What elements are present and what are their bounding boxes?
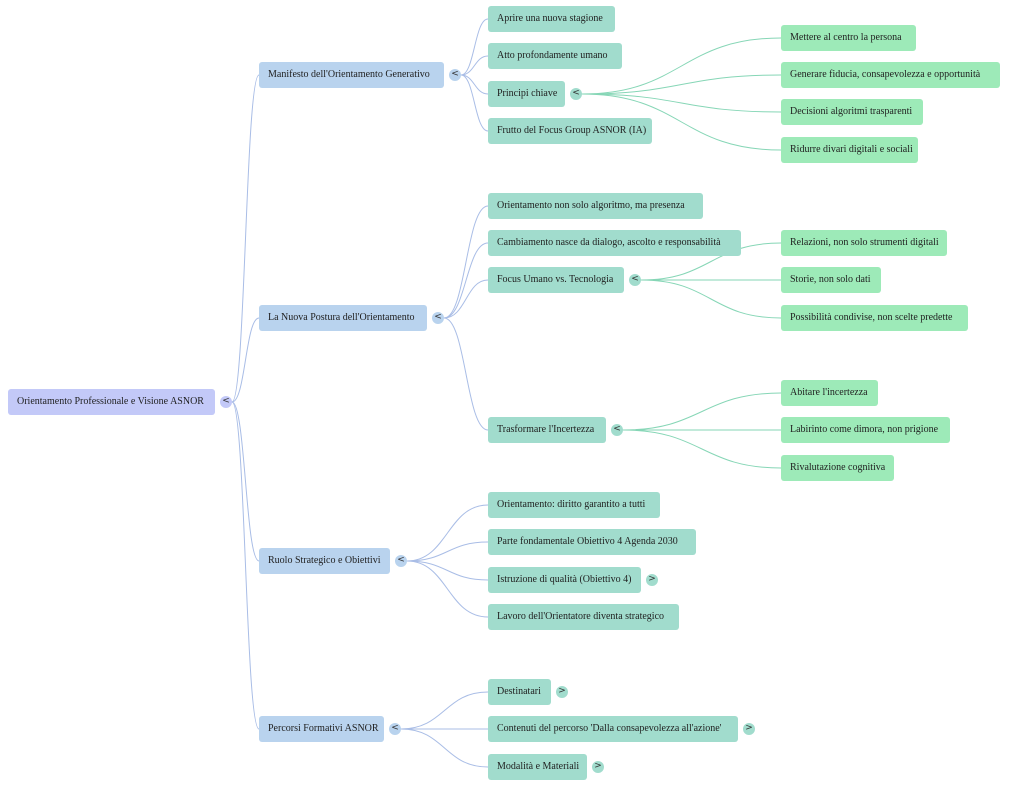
collapse-toggle-ruolo-strategico[interactable]: < — [395, 555, 407, 567]
topic-node-principi-chiave[interactable]: Principi chiave — [488, 81, 565, 107]
collapse-toggle-principi-chiave[interactable]: < — [570, 88, 582, 100]
topic-node[interactable]: Cambiamento nasce da dialogo, ascolto e … — [488, 230, 741, 256]
topic-node[interactable]: Parte fondamentale Obiettivo 4 Agenda 20… — [488, 529, 696, 555]
topic-node[interactable]: Aprire una nuova stagione — [488, 6, 615, 32]
connector-line — [231, 401, 260, 730]
branch-node-manifesto[interactable]: Manifesto dell'Orientamento Generativo — [259, 62, 444, 88]
connector-line — [406, 541, 489, 562]
connector-line — [406, 504, 489, 562]
connector-line — [443, 242, 489, 319]
topic-node[interactable]: Atto profondamente umano — [488, 43, 622, 69]
branch-node-ruolo-strategico[interactable]: Ruolo Strategico e Obiettivi — [259, 548, 390, 574]
connector-line — [622, 392, 782, 431]
topic-node[interactable]: Orientamento: diritto garantito a tutti — [488, 492, 660, 518]
connector-line — [581, 74, 782, 95]
connector-line — [460, 74, 489, 132]
collapse-toggle-trasformare-incertezza[interactable]: < — [611, 424, 623, 436]
expand-toggle-modalita-materiali[interactable]: > — [592, 761, 604, 773]
connector-line — [231, 74, 260, 403]
connector-line — [460, 74, 489, 95]
leaf-node[interactable]: Ridurre divari digitali e sociali — [781, 137, 918, 163]
connector-line — [581, 93, 782, 113]
connector-line — [231, 401, 260, 562]
connector-line — [400, 728, 489, 768]
collapse-toggle-percorsi-formativi[interactable]: < — [389, 723, 401, 735]
collapse-toggle-root[interactable]: < — [220, 396, 232, 408]
leaf-node[interactable]: Rivalutazione cognitiva — [781, 455, 894, 481]
topic-node[interactable]: Frutto del Focus Group ASNOR (IA) — [488, 118, 652, 144]
root-node[interactable]: Orientamento Professionale e Visione ASN… — [8, 389, 215, 415]
branch-node-nuova-postura[interactable]: La Nuova Postura dell'Orientamento — [259, 305, 427, 331]
connector-line — [443, 317, 489, 431]
connector-line — [581, 93, 782, 151]
connector-line — [640, 242, 782, 281]
topic-node[interactable]: Lavoro dell'Orientatore diventa strategi… — [488, 604, 679, 630]
leaf-node[interactable]: Storie, non solo dati — [781, 267, 881, 293]
leaf-node[interactable]: Abitare l'incertezza — [781, 380, 878, 406]
leaf-node[interactable]: Labirinto come dimora, non prigione — [781, 417, 950, 443]
connector-line — [443, 205, 489, 319]
topic-node[interactable]: Orientamento non solo algoritmo, ma pres… — [488, 193, 703, 219]
collapse-toggle-manifesto[interactable]: < — [449, 69, 461, 81]
branch-node-percorsi-formativi[interactable]: Percorsi Formativi ASNOR — [259, 716, 384, 742]
connector-line — [640, 279, 782, 319]
topic-node-istruzione-qualita[interactable]: Istruzione di qualità (Obiettivo 4) — [488, 567, 641, 593]
collapse-toggle-focus-umano[interactable]: < — [629, 274, 641, 286]
topic-node-trasformare-incertezza[interactable]: Trasformare l'Incertezza — [488, 417, 606, 443]
topic-node-destinatari[interactable]: Destinatari — [488, 679, 551, 705]
collapse-toggle-nuova-postura[interactable]: < — [432, 312, 444, 324]
connector-line — [400, 691, 489, 730]
leaf-node[interactable]: Decisioni algoritmi trasparenti — [781, 99, 923, 125]
expand-toggle-destinatari[interactable]: > — [556, 686, 568, 698]
connector-line — [622, 429, 782, 469]
leaf-node[interactable]: Relazioni, non solo strumenti digitali — [781, 230, 947, 256]
connector-line — [231, 317, 260, 403]
topic-node-contenuti-percorso[interactable]: Contenuti del percorso 'Dalla consapevol… — [488, 716, 738, 742]
connector-line — [443, 279, 489, 319]
leaf-node[interactable]: Mettere al centro la persona — [781, 25, 916, 51]
leaf-node[interactable]: Possibilità condivise, non scelte predet… — [781, 305, 968, 331]
expand-toggle-istruzione-qualita[interactable]: > — [646, 574, 658, 586]
expand-toggle-contenuti-percorso[interactable]: > — [743, 723, 755, 735]
topic-node-modalita-materiali[interactable]: Modalità e Materiali — [488, 754, 587, 780]
topic-node-focus-umano[interactable]: Focus Umano vs. Tecnologia — [488, 267, 624, 293]
connector-line — [406, 560, 489, 581]
connector-line — [460, 18, 489, 76]
connector-line — [581, 37, 782, 95]
connector-line — [460, 55, 489, 76]
leaf-node[interactable]: Generare fiducia, consapevolezza e oppor… — [781, 62, 1000, 88]
connector-line — [406, 560, 489, 618]
